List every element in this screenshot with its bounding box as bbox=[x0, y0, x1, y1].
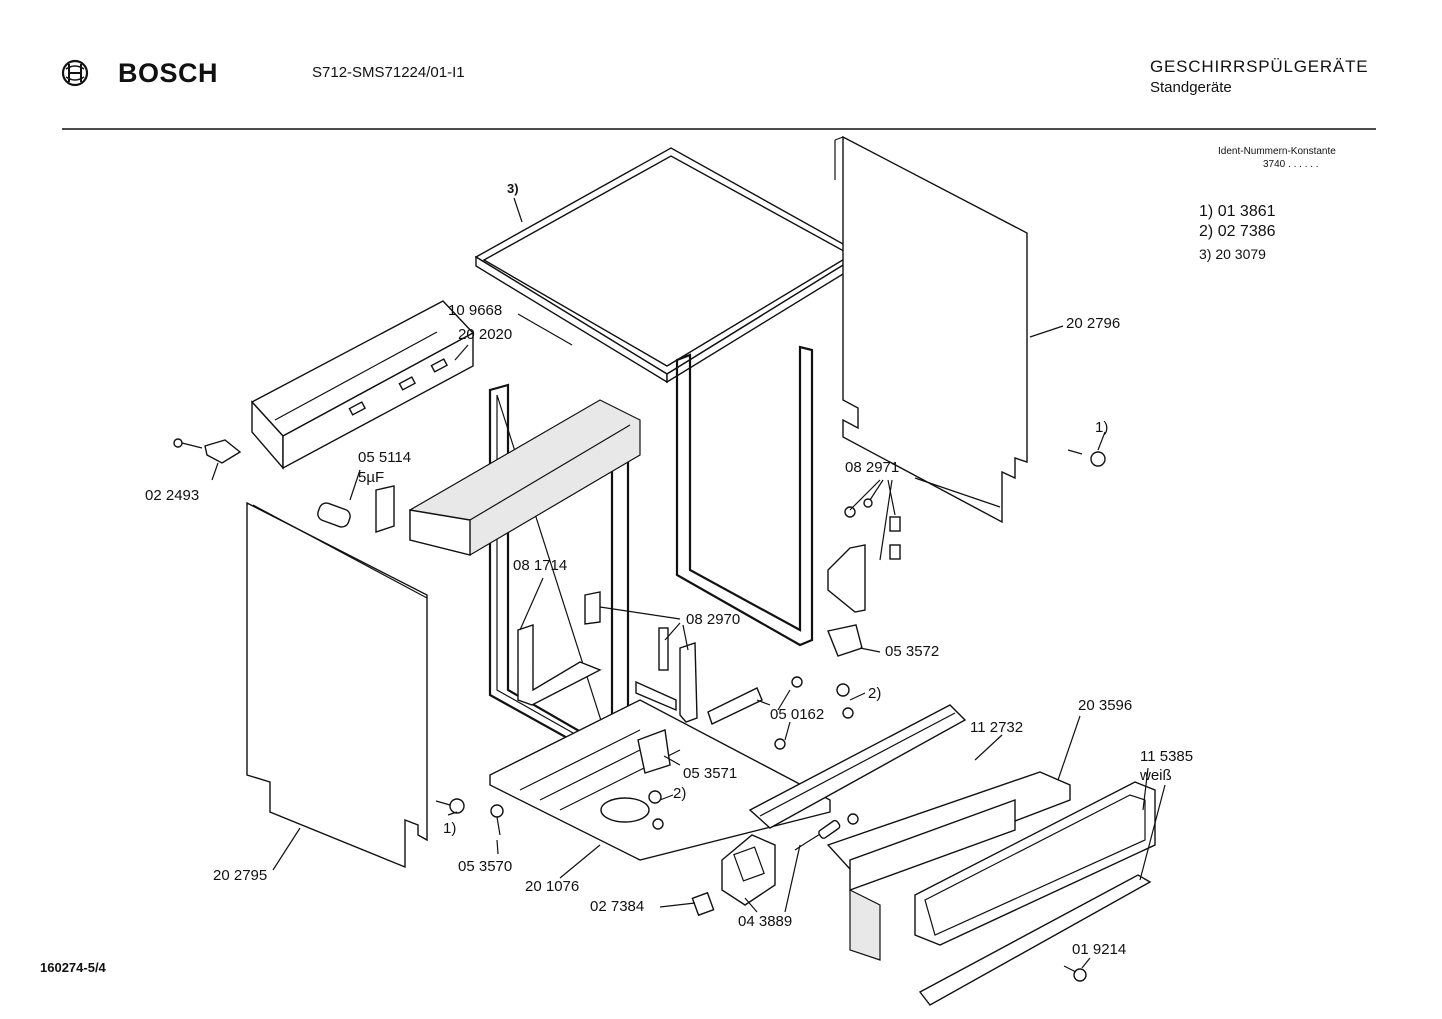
part-label: 5µF bbox=[358, 469, 385, 486]
part-label: 04 3889 bbox=[738, 913, 793, 930]
part-label: 05 0162 bbox=[770, 706, 825, 723]
brand-name: BOSCH bbox=[118, 58, 219, 88]
footnote-value: 20 3079 bbox=[1215, 246, 1266, 262]
footnote-key: 3) bbox=[1199, 246, 1212, 262]
kickplate-part bbox=[826, 771, 1071, 961]
category-title: GESCHIRRSPÜLGERÄTE bbox=[1150, 57, 1369, 76]
footnote-2: 2) 02 7386 bbox=[1199, 223, 1276, 241]
part-label: 11 5385 bbox=[1140, 748, 1194, 765]
part-label: 20 2795 bbox=[213, 867, 268, 884]
model-code: S712-SMS71224/01-I1 bbox=[312, 64, 465, 81]
part-label: 3) bbox=[507, 181, 519, 196]
kick-rail-part bbox=[748, 704, 967, 829]
skirting-part bbox=[918, 874, 1152, 1006]
part-label: 2) bbox=[868, 685, 882, 702]
footnote-key: 2) bbox=[1199, 223, 1214, 240]
left-side-panel-part bbox=[246, 501, 428, 869]
worktop-part bbox=[474, 147, 863, 384]
base-tray-part bbox=[489, 699, 831, 861]
footnote-value: 02 7386 bbox=[1217, 223, 1276, 240]
part-label: 02 2493 bbox=[145, 487, 200, 504]
part-label: 05 3570 bbox=[458, 858, 513, 875]
part-label: 10 9668 bbox=[448, 302, 503, 319]
document-number: 160274-5/4 bbox=[40, 960, 106, 975]
part-label: 20 2020 bbox=[458, 326, 513, 343]
ident-title: Ident-Nummern-Konstante bbox=[1218, 146, 1336, 157]
footnote-value: 01 3861 bbox=[1217, 203, 1276, 220]
part-label: 05 5114 bbox=[358, 449, 412, 466]
part-label: 05 3572 bbox=[885, 643, 940, 660]
part-label: 08 2970 bbox=[686, 611, 741, 628]
footnote-3: 3) 20 3079 bbox=[1199, 246, 1266, 262]
door-frame-right-part bbox=[675, 345, 814, 647]
part-label: 1) bbox=[1095, 419, 1109, 436]
part-label: 01 9214 bbox=[1072, 941, 1127, 958]
part-label: 20 1076 bbox=[525, 878, 580, 895]
back-rail-part bbox=[250, 300, 475, 470]
part-label: 20 3596 bbox=[1078, 697, 1133, 714]
leader-lines bbox=[211, 197, 1166, 969]
part-label: 1) bbox=[443, 820, 457, 837]
part-label: 2) bbox=[673, 785, 687, 802]
subcategory-title: Standgeräte bbox=[1150, 79, 1232, 96]
bosch-logo-icon bbox=[61, 59, 89, 87]
part-label: 20 2796 bbox=[1066, 315, 1121, 332]
ident-value: 3740 . . . . . . bbox=[1263, 159, 1319, 170]
small-parts bbox=[173, 438, 1106, 982]
front-panel-part bbox=[914, 781, 1156, 946]
footnote-1: 1) 01 3861 bbox=[1199, 203, 1276, 221]
part-label: 02 7384 bbox=[590, 898, 645, 915]
part-label: 11 2732 bbox=[970, 719, 1024, 736]
cross-channel-part bbox=[409, 399, 641, 556]
part-label: 08 2971 bbox=[845, 459, 900, 476]
right-side-panel-part bbox=[834, 135, 1028, 524]
part-label: 08 1714 bbox=[513, 557, 568, 574]
part-label: weiß bbox=[1140, 767, 1172, 784]
footnote-key: 1) bbox=[1199, 203, 1214, 220]
part-label: 05 3571 bbox=[683, 765, 738, 782]
